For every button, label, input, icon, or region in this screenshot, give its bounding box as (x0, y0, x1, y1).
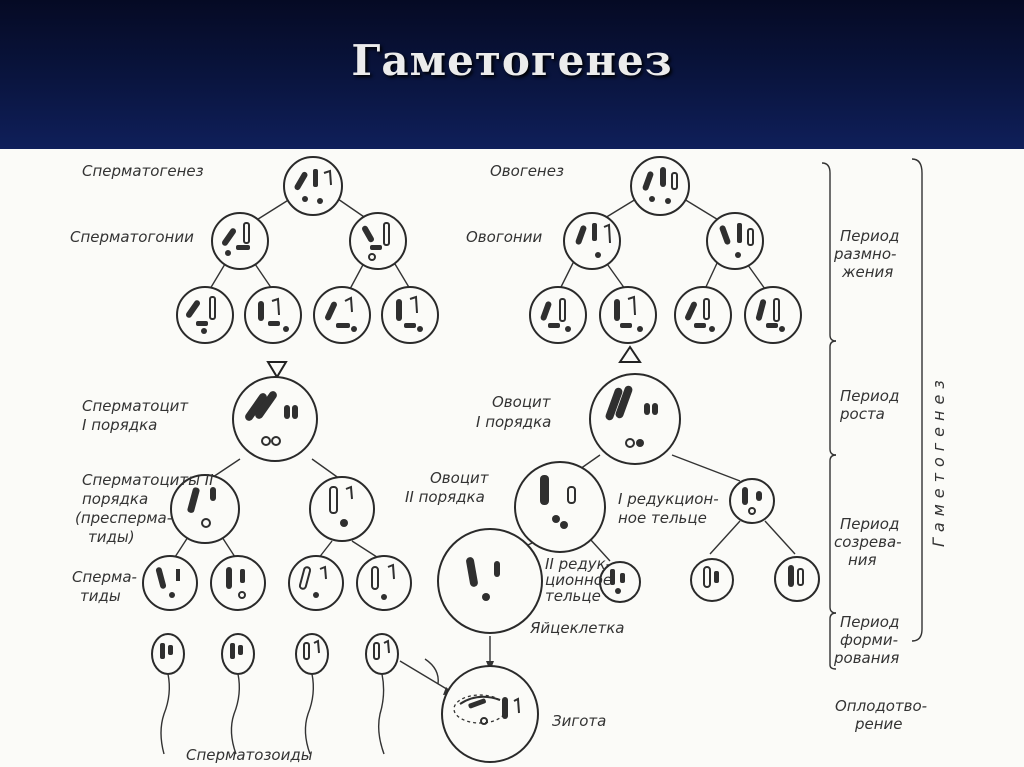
label-fertilization-line1: Оплодотво- (835, 697, 927, 715)
label-spermatocyte1-line1: Сперматоцит (82, 397, 189, 415)
oogonium-left (563, 212, 621, 270)
spermatogonium-right (349, 212, 407, 270)
label-oocyte2-line1: Овоцит (430, 469, 490, 487)
oogonium-cell (599, 286, 657, 344)
label-period-maturation-line3: ния (848, 551, 877, 569)
second-polar-body (599, 561, 641, 603)
spermatogonium-cell (176, 286, 234, 344)
label-spermatids-line1: Сперма- (72, 568, 137, 586)
label-spermatocyte2-line2: порядка (82, 490, 148, 508)
label-period-reproduction-line2: размно- (833, 245, 896, 263)
label-spermatocyte2-line3: (пресперма- (75, 509, 172, 527)
spermatozoon (151, 633, 185, 755)
label-polar1-line2: ное тельце (618, 509, 707, 527)
growth-triangle-left (266, 361, 288, 379)
label-period-formation-line1: Период (840, 613, 899, 631)
diagram-labels: Сперматогенез Овогенез Сперматогонии Ово… (70, 162, 948, 764)
spermatogonium-cell (244, 286, 302, 344)
label-spermatozoa: Сперматозоиды (186, 746, 313, 764)
primary-spermatocyte (232, 376, 318, 462)
growth-triangle-right (618, 345, 642, 363)
spermatogonium-left (211, 212, 269, 270)
sperm-to-zygote-arrow (399, 660, 451, 692)
polar-body-division-left (690, 558, 734, 602)
period-brackets (821, 158, 923, 670)
secondary-oocyte (514, 461, 606, 553)
spermatozoa-row (151, 633, 399, 755)
diagram-canvas: Сперматогенез Овогенез Сперматогонии Ово… (70, 156, 948, 764)
spermatogonium-cell (313, 286, 371, 344)
label-polar2-line2: ционное (545, 571, 612, 589)
label-oogonia: Овогонии (466, 228, 542, 246)
spermatid-cell (142, 555, 198, 611)
spermatid-cell (356, 555, 412, 611)
first-polar-body (729, 478, 775, 524)
label-spermatogonia: Сперматогонии (70, 228, 194, 246)
oogonium-cell (529, 286, 587, 344)
secondary-spermatocyte-left (170, 474, 240, 544)
label-polar2-line1: II редук- (545, 555, 611, 573)
label-oocyte1-line2: I порядка (476, 413, 551, 431)
label-fertilization-line2: рение (854, 715, 903, 733)
label-oocyte2-line2: II порядка (405, 488, 485, 506)
label-gametogenesis-vertical: Гаметогенез (929, 374, 948, 547)
label-spermatids-line2: тиды (80, 587, 121, 605)
oogenesis-stem-cell (630, 156, 690, 216)
polar-body-division-right (774, 556, 820, 602)
oogonium-right (706, 212, 764, 270)
spermatozoon (365, 633, 399, 755)
primary-oocyte (589, 373, 681, 465)
zygote-cell (441, 665, 539, 763)
gametogenesis-diagram: Сперматогенез Овогенез Сперматогонии Ово… (0, 149, 1024, 767)
label-spermatocyte1-line2: I порядка (82, 416, 157, 434)
oogonia-row (529, 286, 802, 344)
title-bar: Гаметогенез (0, 0, 1024, 149)
oogonium-cell (744, 286, 802, 344)
spermatogonia-row (176, 286, 439, 344)
spermatid-cell (288, 555, 344, 611)
label-spermatocyte2-line1: Сперматоциты II (82, 471, 214, 489)
label-period-formation-line2: форми- (840, 631, 898, 649)
spermatids-row (142, 555, 412, 611)
label-polar1-line1: I редукцион- (618, 490, 719, 508)
egg-cell (437, 528, 543, 634)
label-spermatocyte2-line4: тиды) (88, 528, 135, 546)
label-polar2-line3: тельце (545, 587, 601, 605)
label-period-maturation-line1: Период (840, 515, 899, 533)
label-period-growth-line1: Период (840, 387, 899, 405)
label-oocyte1-line1: Овоцит (492, 393, 552, 411)
spermatozoon (295, 633, 329, 755)
slide-title: Гаметогенез (351, 36, 673, 85)
secondary-spermatocyte-right (309, 476, 375, 542)
spermatogenesis-stem-cell (283, 156, 343, 216)
label-oogenesis: Овогенез (490, 162, 564, 180)
label-period-formation-line3: рования (833, 649, 899, 667)
spermatogonium-cell (381, 286, 439, 344)
label-period-reproduction-line1: Период (840, 227, 899, 245)
label-zygote: Зигота (552, 712, 606, 730)
label-egg: Яйцеклетка (529, 619, 624, 637)
label-spermatogenesis: Сперматогенез (82, 162, 204, 180)
spermatid-cell (210, 555, 266, 611)
oogonium-cell (674, 286, 732, 344)
label-period-maturation-line2: созрева- (834, 533, 902, 551)
label-period-reproduction-line3: жения (841, 263, 893, 281)
spermatozoon (221, 633, 255, 755)
label-period-growth-line2: роста (839, 405, 885, 423)
